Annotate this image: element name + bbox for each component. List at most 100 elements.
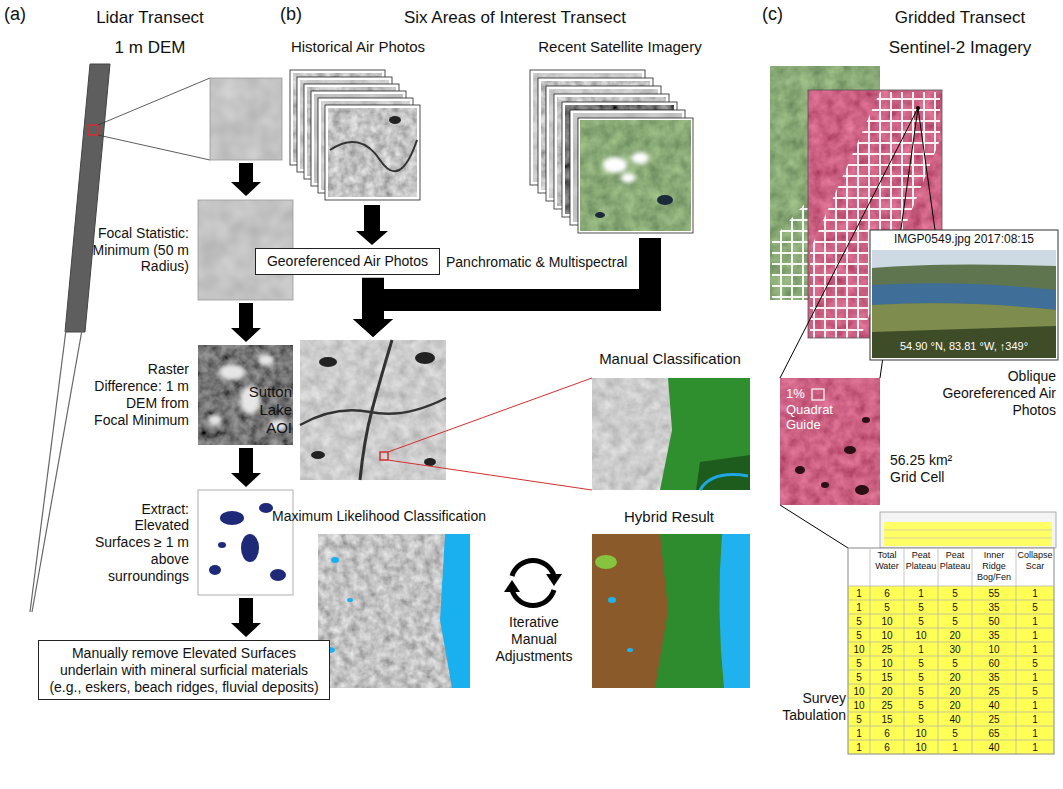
table-cell: 15 — [870, 671, 904, 684]
table-cell: 40 — [972, 741, 1016, 754]
block-arrow — [231, 598, 261, 637]
iteration-cycle-symbol — [512, 561, 554, 606]
grid-cell-image — [780, 378, 880, 548]
table-cell: 10 — [848, 699, 870, 712]
hybrid-result-image — [592, 534, 750, 688]
table-cell: 1 — [938, 741, 972, 754]
table-cell: 1 — [1016, 713, 1054, 726]
table-cell: 1 — [1016, 727, 1054, 740]
table-cell: 25 — [972, 685, 1016, 698]
table-cell: 10 — [848, 685, 870, 698]
table-cell: 10 — [870, 657, 904, 670]
label: 56.25 km² Grid Cell — [890, 452, 965, 486]
table-cell: 1 — [848, 741, 870, 754]
table-cell: 6 — [870, 587, 904, 600]
table-cell: 1 — [1016, 643, 1054, 656]
table-cell: 5 — [1016, 601, 1054, 614]
block-arrow — [231, 448, 261, 487]
table-cell: 1 — [904, 587, 938, 600]
block-arrow — [231, 303, 261, 342]
table-cell: 35 — [972, 629, 1016, 642]
table-header: Inner Ridge Bog/Fen — [972, 550, 1016, 583]
table-cell: 10 — [870, 629, 904, 642]
process-box: Manually remove Elevated Surfaces underl… — [38, 640, 330, 700]
node-text: Sutton Lake AOI — [238, 383, 298, 437]
table-cell: 10 — [904, 741, 938, 754]
table-cell: 1 — [1016, 587, 1054, 600]
survey-spreadsheet — [848, 512, 1056, 754]
node-text: Extract: Elevated Surfaces ≥ 1 m above s… — [89, 501, 195, 585]
label: 54.90 °N, 83.81 °W, ↑349° — [870, 340, 1058, 353]
table-cell: 5 — [938, 587, 972, 600]
elevated-surfaces-image — [198, 490, 293, 595]
table-cell: 1 — [904, 643, 938, 656]
table-cell: 20 — [938, 699, 972, 712]
table-cell: 40 — [972, 699, 1016, 712]
block-arrow — [353, 278, 393, 337]
table-cell: 25 — [870, 699, 904, 712]
label: Sentinel-2 Imagery — [862, 38, 1058, 58]
table-cell: 5 — [870, 601, 904, 614]
table-cell: 5 — [848, 615, 870, 628]
table-cell: 5 — [938, 601, 972, 614]
image-step: Sutton Lake AOI — [238, 340, 446, 480]
cycle-arrowhead — [546, 574, 562, 586]
table-cell: 5 — [904, 615, 938, 628]
table-cell: 5 — [904, 671, 938, 684]
cycle-arrowhead — [504, 580, 520, 592]
label: Gridded Transect — [862, 8, 1058, 28]
table-cell: 20 — [938, 671, 972, 684]
node-text: Georeferenced Air Photos — [264, 253, 431, 270]
table-cell: 25 — [870, 643, 904, 656]
image-panel: Recent Satellite Imagery — [525, 38, 715, 235]
table-cell: 5 — [904, 713, 938, 726]
table-cell: 35 — [972, 671, 1016, 684]
table-cell: 1 — [848, 727, 870, 740]
table-header: Total Water — [870, 550, 904, 572]
table-cell: 10 — [972, 643, 1016, 656]
table-cell: 10 — [904, 629, 938, 642]
table-cell: 1 — [1016, 741, 1054, 754]
table-cell: 5 — [938, 615, 972, 628]
table-cell: 1 — [848, 587, 870, 600]
node-text: Recent Satellite Imagery — [525, 38, 715, 56]
table-cell: 15 — [870, 713, 904, 726]
table-cell: 1 — [1016, 671, 1054, 684]
table-cell: 5 — [904, 685, 938, 698]
table-cell: 1 — [1016, 629, 1054, 642]
table-cell: 55 — [972, 587, 1016, 600]
node-text: Manual Classification — [585, 350, 755, 368]
table-cell: 20 — [938, 629, 972, 642]
process-box: Georeferenced Air Photos — [255, 248, 440, 275]
table-cell: 10 — [904, 727, 938, 740]
table-cell: 6 — [870, 741, 904, 754]
table-cell: 35 — [972, 601, 1016, 614]
table-cell: 5 — [938, 657, 972, 670]
node-text: Historical Air Photos — [278, 38, 438, 56]
maximum-likelihood-image — [318, 534, 470, 688]
label: Lidar Transect — [60, 8, 240, 28]
image-step: Extract: Elevated Surfaces ≥ 1 m above s… — [89, 490, 295, 595]
oblique-air-photo — [870, 230, 1058, 360]
table-cell: 1 — [1016, 615, 1054, 628]
table-cell: 5 — [848, 629, 870, 642]
label: (c) — [762, 4, 802, 26]
table-cell: 10 — [848, 643, 870, 656]
label: Survey Tabulation — [772, 690, 846, 724]
table-cell: 20 — [938, 685, 972, 698]
historical-photo-stack — [290, 70, 420, 200]
table-cell: 5 — [1016, 685, 1054, 698]
satellite-image-stack — [530, 70, 693, 233]
table-cell: 5 — [938, 727, 972, 740]
image-panel: Manual Classification — [585, 350, 755, 490]
label: Oblique Georeferenced Air Photos — [938, 368, 1056, 418]
table-cell: 50 — [972, 615, 1016, 628]
table-cell: 1 — [1016, 699, 1054, 712]
table-cell: 1 — [848, 601, 870, 614]
block-arrow — [356, 205, 388, 245]
table-header: Peat Plateau — [938, 550, 972, 572]
label: 1% Quadrat Guide — [786, 386, 846, 433]
node-text: Maximum Likelihood Classification — [268, 508, 490, 525]
label: Panchromatic & Multispectral — [446, 254, 627, 271]
